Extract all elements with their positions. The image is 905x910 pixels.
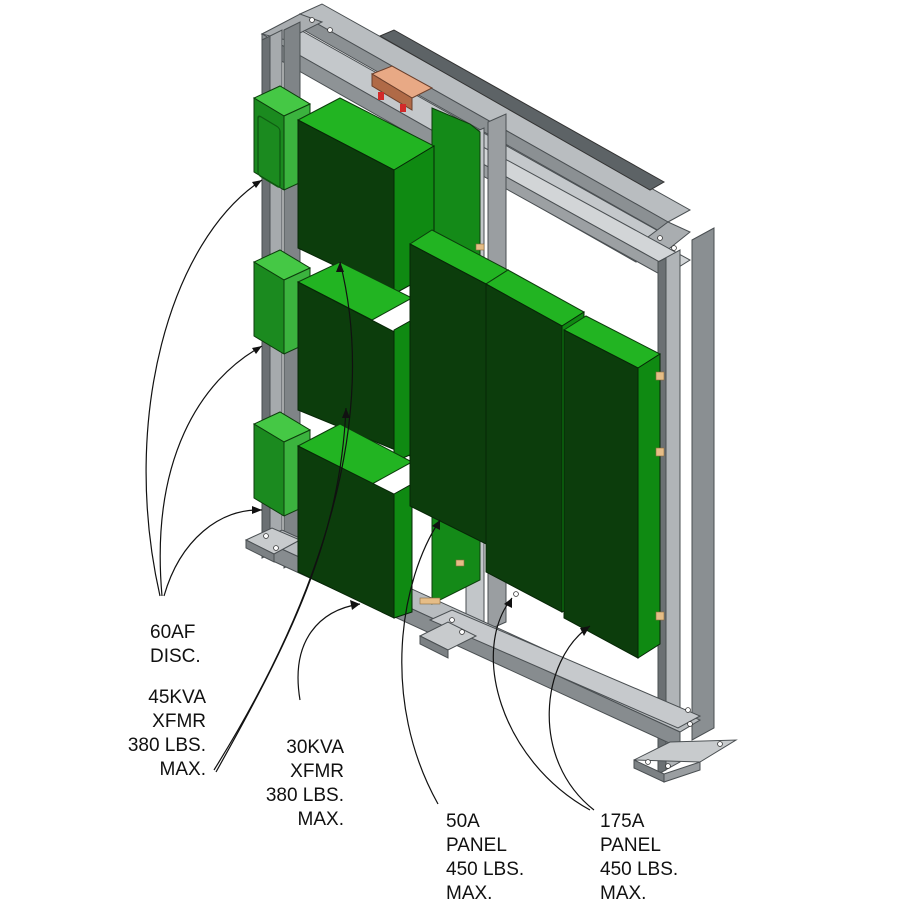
label-175a: 175A PANEL 450 LBS. MAX. bbox=[600, 811, 678, 904]
label-45kva-line-1: 45KVA bbox=[148, 687, 206, 708]
label-disconnect-line-2: DISC. bbox=[150, 646, 201, 667]
panel-175a-right bbox=[562, 315, 662, 659]
label-30kva-line-3: 380 LBS. bbox=[266, 785, 344, 806]
label-50a-line-3: 450 LBS. bbox=[446, 859, 524, 880]
label-175a-line-2: PANEL bbox=[600, 835, 661, 856]
label-50a-line-2: PANEL bbox=[446, 835, 507, 856]
leader-disc-lower bbox=[163, 509, 263, 597]
label-175a-line-4: MAX. bbox=[600, 883, 646, 904]
transformer-lower bbox=[296, 423, 414, 619]
leader-50a bbox=[401, 519, 441, 805]
leader-lines bbox=[145, 179, 595, 811]
transformer-upper bbox=[296, 97, 436, 295]
leader-30kva bbox=[297, 603, 361, 701]
label-50a: 50A PANEL 450 LBS. MAX. bbox=[446, 811, 524, 904]
leader-disc-middle bbox=[159, 345, 263, 597]
leader-disc-upper bbox=[145, 179, 263, 597]
leader-45kva-lower bbox=[215, 407, 347, 773]
leader-175a-left bbox=[492, 597, 591, 811]
label-45kva: 45KVA XFMR 380 LBS. MAX. bbox=[128, 687, 206, 780]
label-45kva-line-2: XFMR bbox=[152, 711, 206, 732]
label-50a-line-1: 50A bbox=[446, 811, 480, 832]
label-30kva-line-2: XFMR bbox=[290, 761, 344, 782]
leader-175a-right bbox=[548, 625, 595, 811]
label-30kva-line-4: MAX. bbox=[298, 809, 344, 830]
transformer-middle bbox=[296, 261, 414, 463]
label-disconnect: 60AF DISC. bbox=[150, 622, 201, 667]
label-disconnect-line-1: 60AF bbox=[150, 622, 195, 643]
base-plate-right bbox=[633, 739, 738, 763]
label-50a-line-4: MAX. bbox=[446, 883, 492, 904]
label-45kva-line-3: 380 LBS. bbox=[128, 735, 206, 756]
label-45kva-line-4: MAX. bbox=[160, 759, 206, 780]
right-column-back bbox=[691, 227, 715, 741]
panelboards bbox=[409, 229, 665, 659]
label-175a-line-3: 450 LBS. bbox=[600, 859, 678, 880]
label-30kva-line-1: 30KVA bbox=[286, 737, 344, 758]
label-30kva: 30KVA XFMR 380 LBS. MAX. bbox=[266, 737, 344, 830]
leader-arrowheads bbox=[252, 180, 590, 636]
label-175a-line-1: 175A bbox=[600, 811, 645, 832]
